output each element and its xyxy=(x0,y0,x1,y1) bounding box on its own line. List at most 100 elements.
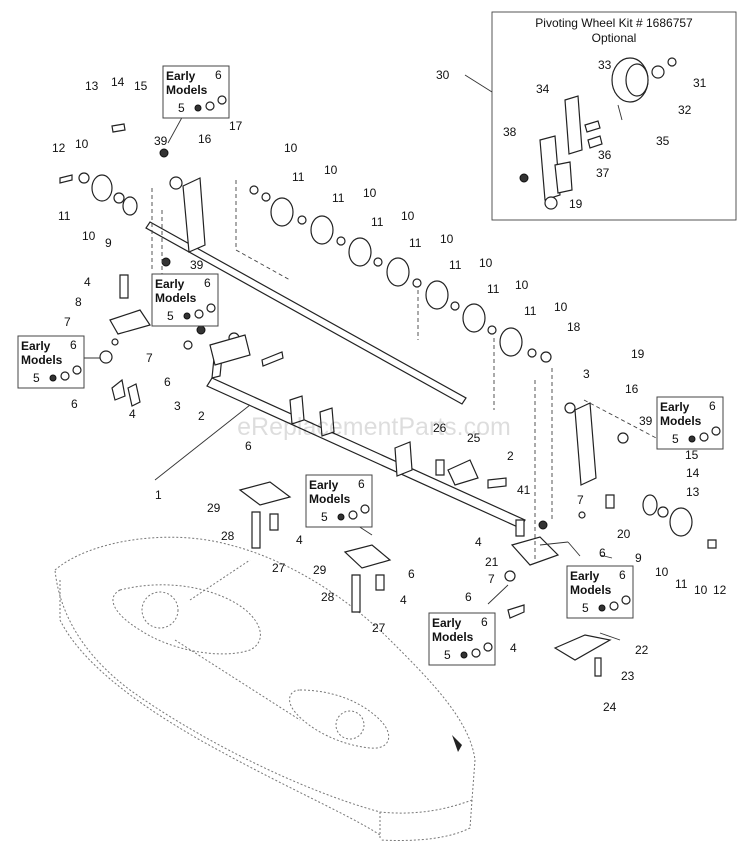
svg-text:Early: Early xyxy=(660,400,690,414)
svg-text:Early: Early xyxy=(570,569,600,583)
callout: 39 xyxy=(190,258,204,272)
svg-text:Models: Models xyxy=(309,492,351,506)
callout: 10 xyxy=(82,229,96,243)
callout: 29 xyxy=(313,563,327,577)
callout: 38 xyxy=(503,125,517,139)
svg-text:Early: Early xyxy=(166,69,196,83)
callout: 4 xyxy=(296,533,303,547)
callout: 10 xyxy=(401,209,415,223)
callout: 28 xyxy=(221,529,235,543)
callout: 13 xyxy=(686,485,700,499)
svg-text:Early: Early xyxy=(309,478,339,492)
callout: 41 xyxy=(517,483,531,497)
early-models-box-1: Early Models 6 5 xyxy=(162,65,230,119)
svg-text:6: 6 xyxy=(70,338,77,352)
callout: 6 xyxy=(164,375,171,389)
callout: 24 xyxy=(603,700,617,714)
early-models-boxes: Early Models 6 5 Early Models 6 5 Early … xyxy=(17,65,724,666)
early-models-box-2: Early Models 6 5 xyxy=(151,273,219,327)
callout: 10 xyxy=(515,278,529,292)
callout: 11 xyxy=(449,258,462,272)
callout: 4 xyxy=(84,275,91,289)
callout: 29 xyxy=(207,501,221,515)
callout: 7 xyxy=(146,351,153,365)
callout: 37 xyxy=(596,166,610,180)
callout: 19 xyxy=(569,197,583,211)
callout: 3 xyxy=(174,399,181,413)
callout: 6 xyxy=(408,567,415,581)
svg-text:5: 5 xyxy=(672,432,679,446)
callout: 11 xyxy=(371,215,384,229)
callout: 11 xyxy=(524,304,537,318)
callout: 36 xyxy=(598,148,612,162)
callout: 26 xyxy=(433,421,447,435)
callout: 25 xyxy=(467,431,481,445)
pivoting-wheel-kit: Pivoting Wheel Kit # 1686757 Optional xyxy=(491,11,737,221)
svg-text:Models: Models xyxy=(432,630,474,644)
callout: 11 xyxy=(292,170,305,184)
kit-subtitle: Optional xyxy=(592,31,637,45)
callout: 33 xyxy=(598,58,612,72)
svg-text:5: 5 xyxy=(33,371,40,385)
svg-text:5: 5 xyxy=(582,601,589,615)
rollers xyxy=(91,174,693,537)
guide-lines xyxy=(151,180,661,560)
callout: 6 xyxy=(465,590,472,604)
callout: 1 xyxy=(155,488,162,502)
callout: 7 xyxy=(488,572,495,586)
callout: 28 xyxy=(321,590,335,604)
callout: 12 xyxy=(52,141,66,155)
early-models-box-3: Early Models 6 5 xyxy=(17,335,85,389)
callout: 39 xyxy=(154,134,168,148)
watermark: eReplacementParts.com xyxy=(237,413,511,441)
callout: 10 xyxy=(440,232,454,246)
callout: 15 xyxy=(685,448,699,462)
callout: 10 xyxy=(479,256,493,270)
svg-text:5: 5 xyxy=(444,648,451,662)
roller-shaft xyxy=(145,221,467,405)
svg-text:6: 6 xyxy=(619,568,626,582)
callout: 2 xyxy=(507,449,514,463)
svg-text:5: 5 xyxy=(321,510,328,524)
callout: 10 xyxy=(363,186,377,200)
callout: 11 xyxy=(487,282,500,296)
callout: 11 xyxy=(332,191,345,205)
early-models-box-6: Early Models 6 5 xyxy=(566,565,634,619)
svg-text:6: 6 xyxy=(709,399,716,413)
brackets xyxy=(109,148,612,661)
callout: 34 xyxy=(536,82,550,96)
callout: 27 xyxy=(272,561,286,575)
svg-text:5: 5 xyxy=(178,101,185,115)
callout: 9 xyxy=(635,551,642,565)
callout: 17 xyxy=(229,119,243,133)
svg-text:Early: Early xyxy=(155,277,185,291)
svg-text:6: 6 xyxy=(358,477,365,491)
callout: 4 xyxy=(510,641,517,655)
svg-text:Models: Models xyxy=(21,353,63,367)
early-models-box-5: Early Models 6 5 xyxy=(656,396,724,450)
callout: 20 xyxy=(617,527,631,541)
svg-text:Early: Early xyxy=(432,616,462,630)
callout: 21 xyxy=(485,555,499,569)
svg-text:Models: Models xyxy=(660,414,702,428)
callout: 19 xyxy=(631,347,645,361)
callout: 4 xyxy=(475,535,482,549)
callout: 16 xyxy=(198,132,212,146)
callout: 35 xyxy=(656,134,670,148)
mower-deck xyxy=(54,536,476,841)
callout: 18 xyxy=(567,320,581,334)
callout: 6 xyxy=(245,439,252,453)
callout: 10 xyxy=(284,141,298,155)
callout: 12 xyxy=(713,583,727,597)
callout: 22 xyxy=(635,643,649,657)
early-models-box-7: Early Models 6 5 xyxy=(428,612,496,666)
kit-title: Pivoting Wheel Kit # 1686757 xyxy=(535,16,693,30)
callout: 27 xyxy=(372,621,386,635)
callout: 13 xyxy=(85,79,99,93)
callout: 6 xyxy=(599,546,606,560)
svg-text:Models: Models xyxy=(166,83,208,97)
frame-tube xyxy=(206,334,526,529)
svg-text:6: 6 xyxy=(215,68,222,82)
